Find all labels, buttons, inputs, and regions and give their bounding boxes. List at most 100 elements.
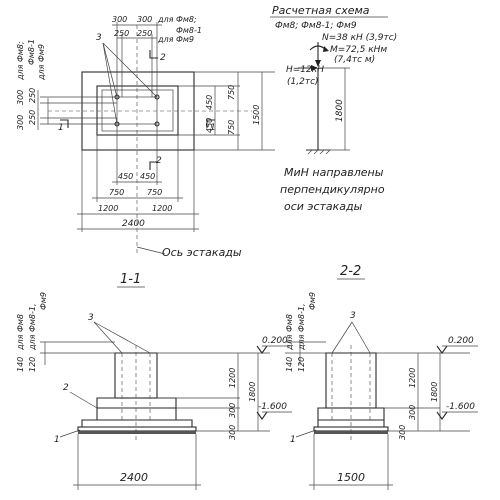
section1-callout-1: 1 [54, 435, 60, 445]
plan-note: Фм8-1 [176, 26, 202, 35]
plan-callout-3: 3 [96, 33, 102, 43]
plan-top-dim: 250 [137, 29, 152, 38]
scheme-h-load: Н=12кН [286, 65, 324, 75]
scheme-note: МиН направлены [284, 166, 384, 179]
scheme-note: оси эстакады [284, 200, 363, 213]
plan-right-dim: 1500 [252, 105, 261, 125]
scheme-ground-hatch [319, 149, 325, 155]
section1-callout-3: 3 [88, 313, 94, 323]
section2-leader-3 [351, 321, 371, 354]
plan-left-note: для Фм8; [16, 41, 25, 81]
section-marker-2-bottom [149, 161, 158, 170]
section2-label: Фм9 [308, 292, 317, 310]
section-1-1: 1-1 [16, 272, 292, 490]
section-2-2: 2-2 3 1 140 [285, 264, 478, 490]
section2-elev-top: 0.200 [448, 336, 474, 346]
scheme-n-arrowhead [315, 60, 321, 67]
scheme-m-load: М=72,5 кНм [330, 45, 387, 55]
section1-leader-1 [59, 429, 81, 438]
axis-leader [136, 246, 166, 255]
section2-label: 120 [297, 357, 306, 372]
section1-step-upper [96, 397, 115, 420]
plan-top-dim: 300 [137, 15, 152, 24]
plan-axis-label: Ось эстакады [162, 246, 242, 259]
scheme-m-load-alt: (7,4тс м) [334, 55, 375, 65]
section-marker-1-right [206, 119, 215, 128]
section1-dim-1200: 1200 [228, 368, 237, 388]
plan-column-inner [101, 89, 174, 132]
plan-left-dim: 250 [28, 88, 37, 103]
plan-right-dim: 750 [227, 85, 236, 100]
section2-width: 1500 [337, 471, 365, 484]
plan-bottom-dim: 1200 [152, 204, 172, 213]
section-marker-2-top [149, 50, 158, 59]
section-2-title: 2-2 [340, 264, 361, 279]
plan-callout-leader [102, 42, 118, 125]
section1-step-lower [81, 419, 193, 427]
plan-left-labels: 300 300 для Фм8; Фм8-1 250 250 для Фм9 [16, 39, 46, 130]
plan-section-1-right-mark: 1 [210, 123, 216, 133]
plan-view: 300 300 для Фм8; Фм8-1 250 250 для Фм9 3… [16, 15, 275, 259]
plan-top-dim: 250 [114, 29, 129, 38]
plan-left-dim: 300 [16, 115, 25, 130]
section2-label: для Фм8-1, [297, 303, 306, 351]
section1-label: для Фм8-1, [28, 303, 37, 351]
plan-right-labels: 450 450 750 750 1500 [205, 85, 261, 135]
plan-left-note: Фм8-1 [27, 39, 36, 65]
design-scheme: Расчетная схема Фм8; Фм8-1; Фм9 N=38 кН … [270, 4, 397, 213]
scheme-height: 1800 [335, 99, 345, 122]
scheme-title: Расчетная схема [272, 4, 370, 17]
plan-top-dim: 300 [112, 15, 127, 24]
section1-elev-bottom: -1.600 [258, 402, 287, 412]
scheme-subtitle: Фм8; Фм8-1; Фм9 [275, 21, 357, 31]
plan-bottom-dim: 750 [109, 188, 124, 197]
plan-section-2-top-mark: 2 [160, 53, 166, 63]
section2-callout-3: 3 [350, 311, 356, 321]
scheme-n-load: N=38 кН (3,9тс) [322, 33, 397, 43]
plan-note: для Фм8; [157, 15, 197, 24]
section1-leader-2 [69, 391, 98, 409]
section2-elev-bottom: -1.600 [446, 402, 475, 412]
scheme-h-arrowhead [311, 65, 318, 71]
plan-left-dim: 300 [16, 90, 25, 105]
section1-label: Фм9 [39, 292, 48, 310]
section2-elev-top-marker [436, 345, 448, 354]
section1-callout-2: 2 [63, 383, 69, 393]
scheme-h-load-alt: (1,2тс) [287, 77, 319, 87]
section1-elev-top-marker [256, 345, 268, 354]
scheme-ground-hatch [307, 149, 313, 155]
scheme-note: перпендикулярно [280, 183, 385, 196]
plan-outer-slab [81, 71, 195, 151]
section2-label: для Фм8 [285, 314, 294, 351]
section1-elev-top: 0.200 [262, 336, 288, 346]
plan-right-dim: 450 [205, 95, 214, 110]
section1-width: 2400 [120, 471, 148, 484]
plan-bottom-dim: 450 [118, 172, 133, 181]
section2-elev-bot-marker [436, 411, 448, 420]
section1-step-upper [157, 397, 177, 420]
plan-section-2-bottom-mark: 2 [156, 156, 162, 166]
plan-bottom-total: 2400 [122, 219, 145, 229]
plan-right-dim: 750 [227, 120, 236, 135]
scheme-m-arrowhead [323, 46, 329, 52]
plan-bottom-dim: 750 [147, 188, 162, 197]
section1-label: 120 [28, 357, 37, 372]
scheme-ground-hatch [313, 149, 319, 155]
section1-dim-300: 300 [228, 425, 237, 440]
section1-label: 140 [16, 357, 25, 372]
plan-section-1-mark: 1 [58, 123, 64, 133]
plan-column [96, 85, 179, 136]
section1-base [77, 426, 197, 432]
plan-callout-leader [102, 42, 118, 98]
plan-left-dim: 250 [28, 110, 37, 125]
plan-bottom-dim: 450 [140, 172, 155, 181]
section1-base-prep [78, 431, 196, 434]
section-1-title: 1-1 [120, 272, 141, 287]
section2-dim-1200: 1200 [408, 368, 417, 388]
section-marker-1-left [60, 119, 69, 128]
section1-elev-bot-marker [256, 411, 268, 420]
section2-dim-300: 300 [398, 425, 407, 440]
plan-note: для Фм9 [157, 35, 194, 44]
section1-leader-3 [93, 321, 151, 354]
